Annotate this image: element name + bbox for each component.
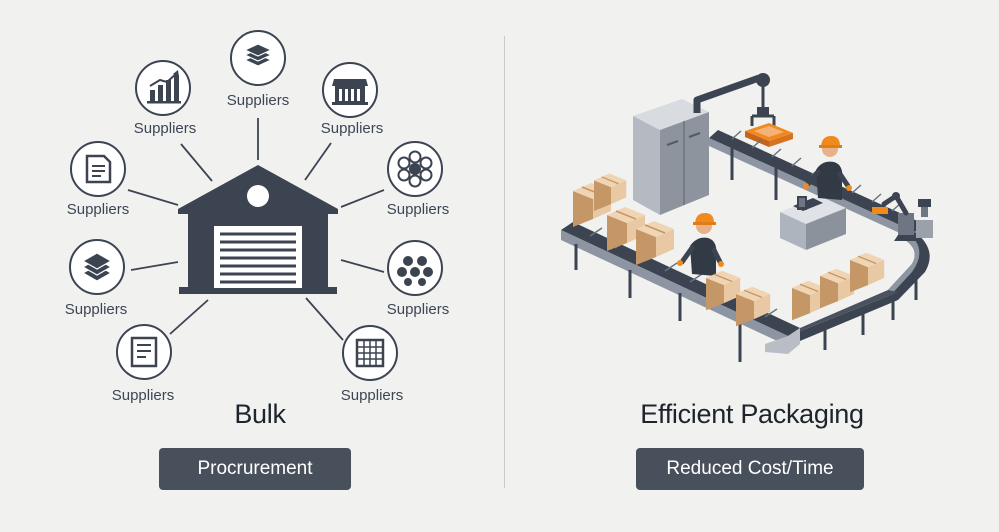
connector-lines (127, 118, 385, 341)
network-icon (397, 150, 433, 188)
form-sheet-icon (130, 336, 158, 368)
supplier-label: Suppliers (133, 120, 197, 137)
supplier-label: Suppliers (64, 301, 128, 318)
grid-sheet-icon (355, 338, 385, 368)
supplier-label: Suppliers (111, 387, 175, 404)
reduced-cost-badge: Reduced Cost/Time (636, 448, 864, 490)
shop-icon (332, 79, 368, 105)
layers-icon (243, 43, 273, 67)
supplier-label: Suppliers (340, 387, 404, 404)
bulk-title: Bulk (234, 399, 286, 429)
section-divider (504, 36, 505, 488)
robot-arm (872, 192, 933, 241)
worker-lower (677, 213, 724, 276)
efficient-packaging-title: Efficient Packaging (640, 399, 864, 429)
bar-chart-icon (147, 70, 181, 104)
supplier-label: Suppliers (320, 120, 384, 137)
supplier-label: Suppliers (386, 301, 450, 318)
packaging-line-illustration (561, 73, 933, 362)
procurement-badge: Procrurement (159, 448, 351, 490)
supplier-label: Suppliers (386, 201, 450, 218)
document-icon (85, 154, 112, 184)
warehouse-icon (178, 165, 338, 294)
cluster-icon (397, 256, 433, 286)
supplier-label: Suppliers (66, 201, 130, 218)
worker-upper (803, 136, 852, 200)
stack-icon (81, 252, 113, 282)
supplier-label: Suppliers (226, 92, 290, 109)
